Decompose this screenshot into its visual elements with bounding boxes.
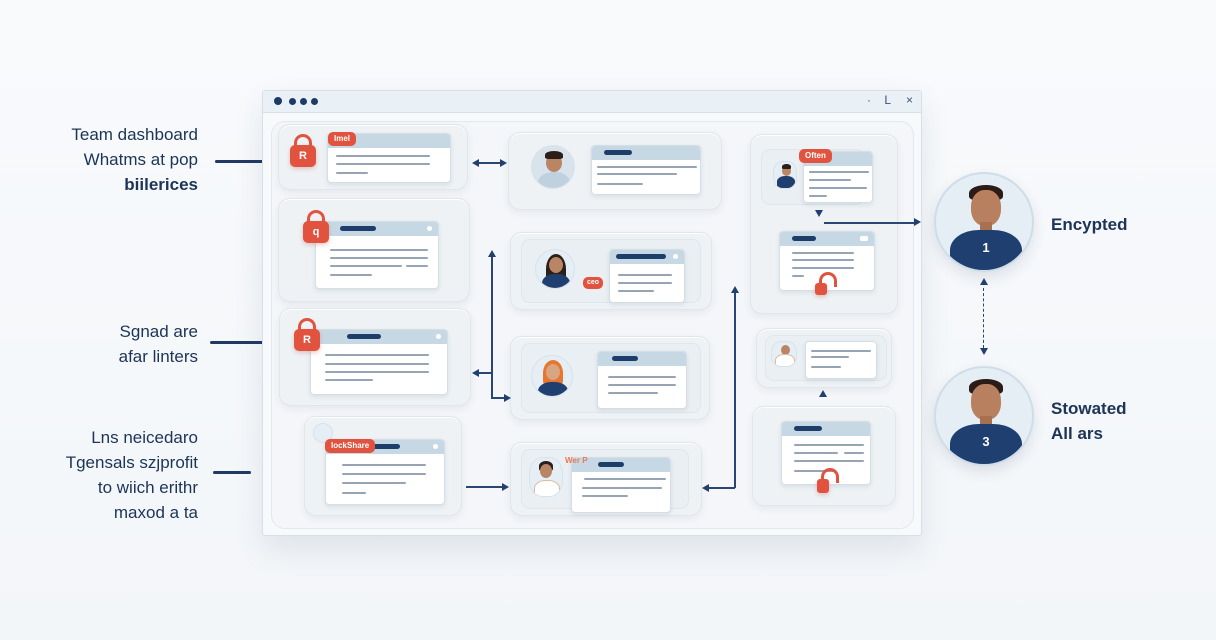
avatar — [771, 341, 797, 367]
user-item-panel-3[interactable] — [510, 336, 710, 420]
user-label-3: Stowated All ars — [1051, 399, 1127, 443]
annotation-connector — [210, 341, 263, 344]
annotation-connector — [215, 160, 263, 163]
user-item-panel-2[interactable]: ceo — [510, 232, 712, 310]
user-avatar-3[interactable]: 3 — [934, 366, 1034, 466]
shared-group-panel-3[interactable] — [752, 406, 896, 506]
lock-icon: q — [303, 210, 329, 243]
connector-arrow — [824, 222, 918, 224]
annotation-signed: Sgnad are afar linters — [40, 319, 198, 369]
title-bar: · L × — [263, 91, 921, 113]
annotation-team-dashboard: Team dashboard Whatms at pop biilerices — [40, 122, 198, 197]
annotation-line: Whatms at pop — [83, 150, 198, 169]
window-dot[interactable] — [274, 97, 282, 105]
annotation-line: to wiich erithr — [97, 478, 198, 497]
item-tag: lockShare — [325, 439, 376, 453]
avatar — [531, 145, 575, 189]
user-item-panel-4[interactable]: Wer P — [510, 442, 702, 516]
secure-item-panel-3[interactable]: R — [279, 308, 471, 406]
item-tag: Imel — [328, 132, 357, 146]
connector-arrow — [491, 397, 505, 399]
user-number: 1 — [950, 230, 1022, 270]
share-icon — [313, 423, 333, 443]
window-dot[interactable] — [311, 98, 318, 105]
minimize-button[interactable]: · — [867, 93, 871, 107]
item-card[interactable] — [781, 421, 871, 485]
annotation-line: maxod a ta — [113, 503, 198, 522]
shared-group-panel-1[interactable]: Often — [750, 134, 898, 314]
shared-group-panel-2[interactable] — [756, 328, 892, 388]
annotation-settings: Lns neicedaro Tgensals szjprofit to wiic… — [20, 425, 198, 525]
item-tag: ceo — [583, 277, 604, 289]
user-number: 3 — [950, 424, 1022, 464]
user-label-1: Encypted — [1051, 215, 1128, 234]
item-card[interactable] — [315, 221, 439, 289]
connector-arrow — [478, 372, 492, 374]
secure-item-panel-1[interactable]: R Imel — [278, 124, 468, 190]
item-card[interactable] — [327, 133, 451, 183]
connector-arrowhead — [980, 278, 988, 285]
connector-arrow — [708, 487, 735, 489]
annotation-line: Tgensals szjprofit — [65, 453, 198, 472]
dashed-connector — [983, 288, 984, 348]
connector-arrow — [491, 252, 493, 398]
user-avatar-1[interactable]: 1 — [934, 172, 1034, 272]
connector-arrowhead — [980, 348, 988, 355]
lock-icon — [817, 468, 839, 493]
item-card[interactable] — [609, 249, 685, 303]
lock-icon: R — [294, 318, 320, 351]
annotation-connector — [213, 471, 251, 474]
annotation-line: Sgnad are — [119, 322, 198, 341]
avatar — [529, 457, 563, 497]
secure-item-panel-4[interactable]: lockShare — [304, 416, 462, 516]
annotation-line: Lns neicedaro — [91, 428, 198, 447]
lock-icon — [815, 272, 837, 295]
item-card[interactable] — [805, 341, 877, 379]
window-dot[interactable] — [289, 98, 296, 105]
user-item-panel-1[interactable] — [508, 132, 722, 210]
item-tag: Wer P — [565, 456, 588, 465]
item-card[interactable] — [597, 351, 687, 409]
close-button[interactable]: × — [905, 93, 913, 107]
app-window: · L × R Imel q — [262, 90, 922, 536]
connector-arrowhead — [914, 218, 921, 226]
annotation-line: afar linters — [118, 347, 198, 366]
connector-arrow — [466, 486, 504, 488]
item-tag: Often — [799, 149, 832, 163]
connector-arrow — [476, 162, 502, 164]
window-dot[interactable] — [300, 98, 307, 105]
connector-arrow — [734, 290, 736, 488]
diagram-canvas: R Imel q — [271, 121, 918, 529]
avatar — [535, 249, 575, 289]
avatar — [773, 161, 797, 189]
lock-icon: R — [290, 134, 316, 167]
item-card[interactable] — [591, 145, 701, 195]
secure-item-panel-2[interactable]: q — [278, 198, 470, 302]
annotation-line: Team dashboard — [71, 125, 198, 144]
item-card[interactable] — [310, 329, 448, 395]
avatar — [531, 355, 573, 397]
item-card[interactable] — [571, 457, 671, 513]
annotation-line: biilerices — [124, 175, 198, 194]
maximize-button[interactable]: L — [884, 93, 891, 107]
